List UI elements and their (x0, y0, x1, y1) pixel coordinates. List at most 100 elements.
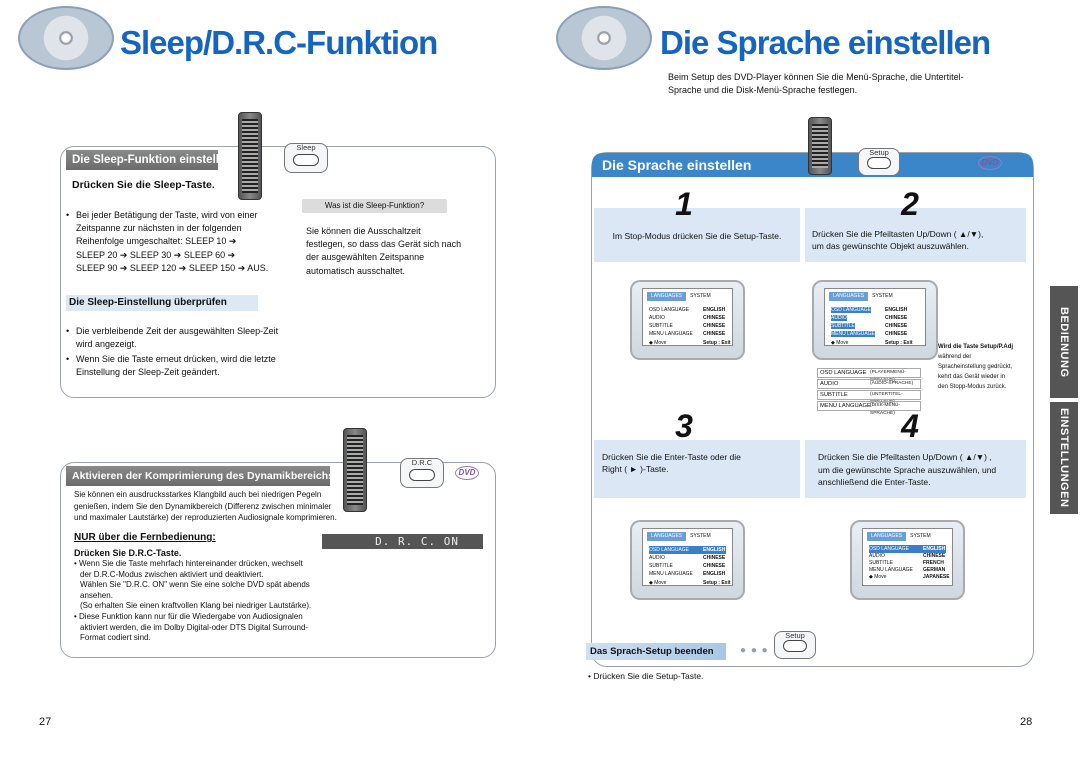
sleep-key (293, 154, 319, 166)
menu-tab: SYSTEM (690, 533, 711, 539)
step-line: Drücken Sie die Pfeiltasten Up/Down ( ▲/… (812, 229, 984, 239)
dvd-logo: DVD (978, 156, 1002, 170)
drc-intro: Sie können ein ausdrucksstarkes Klangbil… (74, 489, 344, 524)
step-line: Drücken Sie die Enter-Taste oder die (602, 452, 741, 462)
page-title-right: Die Sprache einstellen (660, 24, 991, 61)
setup-note: Wird die Taste Setup/P.Adj während der S… (938, 342, 1024, 392)
remote-control-image (343, 428, 367, 512)
drc-button-caption: D.R.C (411, 458, 433, 467)
check-bullet-1: Die verbleibende Zeit der ausgewählten S… (76, 325, 316, 351)
sleep-bullet-line: Zeitspanne zur nächsten in der folgenden (76, 223, 242, 234)
check-bullet-dot: • (66, 354, 70, 364)
drc-line: Format codiert sind. (80, 633, 151, 643)
menu-tab: SYSTEM (690, 293, 711, 299)
menu-tab: LANGUAGES (647, 292, 687, 301)
sleep-press-instruction: Drücken Sie die Sleep-Taste. (72, 179, 215, 191)
sleep-button-graphic: Sleep (284, 143, 328, 173)
menu-tab: SYSTEM (910, 533, 931, 539)
disc-graphic (18, 6, 114, 70)
remote-control-image (808, 117, 832, 175)
note-line: Wird die Taste Setup/P.Adj (938, 344, 1014, 350)
sleep-button-caption: Sleep (296, 143, 316, 152)
step-line: um die gewünschte Sprache auszuwählen, u… (818, 464, 997, 475)
step-line: um das gewünschte Objekt auszuwählen. (812, 241, 969, 251)
check-line: Wenn Sie die Taste erneut drücken, wird … (76, 354, 276, 364)
check-line: Einstellung der Sleep-Zeit geändert. (76, 367, 220, 378)
step-3-text: Drücken Sie die Enter-Taste oder die Rig… (602, 451, 798, 475)
step-1-text: Im Stop-Modus drücken Sie die Setup-Tast… (594, 231, 800, 243)
drc-line: • Diese Funktion kann nur für die Wieder… (74, 611, 303, 621)
sleep-bullet-line: SLEEP 20 ➔ SLEEP 30 ➔ SLEEP 60 ➔ (76, 249, 236, 260)
sleep-bullet-line: Reihenfolge umgeschaltet: SLEEP 10 ➔ (76, 236, 237, 247)
tab-bedienung[interactable]: BEDIENUNG (1050, 286, 1078, 398)
menu-tab: LANGUAGES (829, 292, 869, 301)
menu-tab: LANGUAGES (647, 532, 687, 541)
check-line: Die verbleibende Zeit der ausgewählten S… (76, 326, 279, 336)
connector-dots: ● ● ● (740, 645, 769, 656)
drc-text: • Wenn Sie die Taste mehrfach hintereina… (74, 559, 354, 644)
intro-text: Beim Setup des DVD-Player können Sie die… (668, 72, 964, 95)
step-box-3 (594, 440, 800, 498)
drc-line: ansehen. (80, 590, 113, 600)
menu-label-row: SUBTITLE(UNTERTITEL-SPRACHE) (817, 390, 921, 405)
what-is-header: Was ist die Sleep-Funktion? (302, 199, 447, 213)
what-is-line: automatisch ausschaltet. (306, 265, 406, 276)
sleep-header: Die Sleep-Funktion einstellen (66, 150, 232, 170)
what-is-line: der ausgewählten Zeitspanne (306, 252, 425, 263)
tab-einstellungen[interactable]: EINSTELLUNGEN (1050, 402, 1078, 514)
step-line: Im Stop-Modus drücken Sie die Setup-Tast… (612, 231, 782, 241)
drc-button-graphic: D.R.C (400, 458, 444, 488)
what-is-text: Sie können die Ausschaltzeit festlegen, … (306, 225, 486, 278)
drc-panel (60, 462, 496, 658)
note-line: kehrt das Gerät wieder in (938, 374, 1006, 380)
what-is-line: Sie können die Ausschaltzeit (306, 226, 421, 236)
check-line: wird angezeigt. (76, 339, 137, 350)
drc-press: Drücken Sie D.R.C-Taste. (74, 548, 182, 558)
sleep-bullet-line: Bei jeder Betätigung der Taste, wird von… (76, 210, 258, 220)
menu-tab: SYSTEM (872, 293, 893, 299)
drc-line: (So erhalten Sie einen kraftvollen Klang… (80, 601, 312, 611)
setup-button-graphic: Setup (858, 148, 900, 176)
dvd-logo: DVD (455, 466, 479, 480)
setup-button-graphic: Setup (774, 631, 816, 659)
language-bar-title: Die Sprache einstellen (602, 157, 752, 173)
note-line: den Stopp-Modus zurück. (938, 384, 1007, 390)
page-number-left: 27 (39, 716, 52, 728)
sleep-bullet-dot: • (66, 210, 70, 220)
step-number-2: 2 (901, 186, 919, 222)
step-box-1 (594, 208, 800, 262)
drc-intro-line: genießen, indem Sie den Dynamikbereich (… (74, 501, 332, 511)
drc-line: der D.R.C-Modus zwischen aktiviert und d… (80, 569, 264, 579)
drc-intro-line: und maximaler Lautstärke) der reproduzie… (74, 513, 337, 522)
page-number-right: 28 (1020, 716, 1033, 728)
setup-key (867, 157, 891, 169)
setup-key (783, 640, 807, 652)
sleep-panel (60, 146, 496, 398)
drc-header: Aktivieren der Komprimierung des Dynamik… (66, 466, 373, 486)
what-is-line: festlegen, so dass das Gerät sich nach (306, 239, 462, 250)
drc-key (409, 469, 435, 481)
setup-button-caption: Setup (869, 148, 889, 157)
